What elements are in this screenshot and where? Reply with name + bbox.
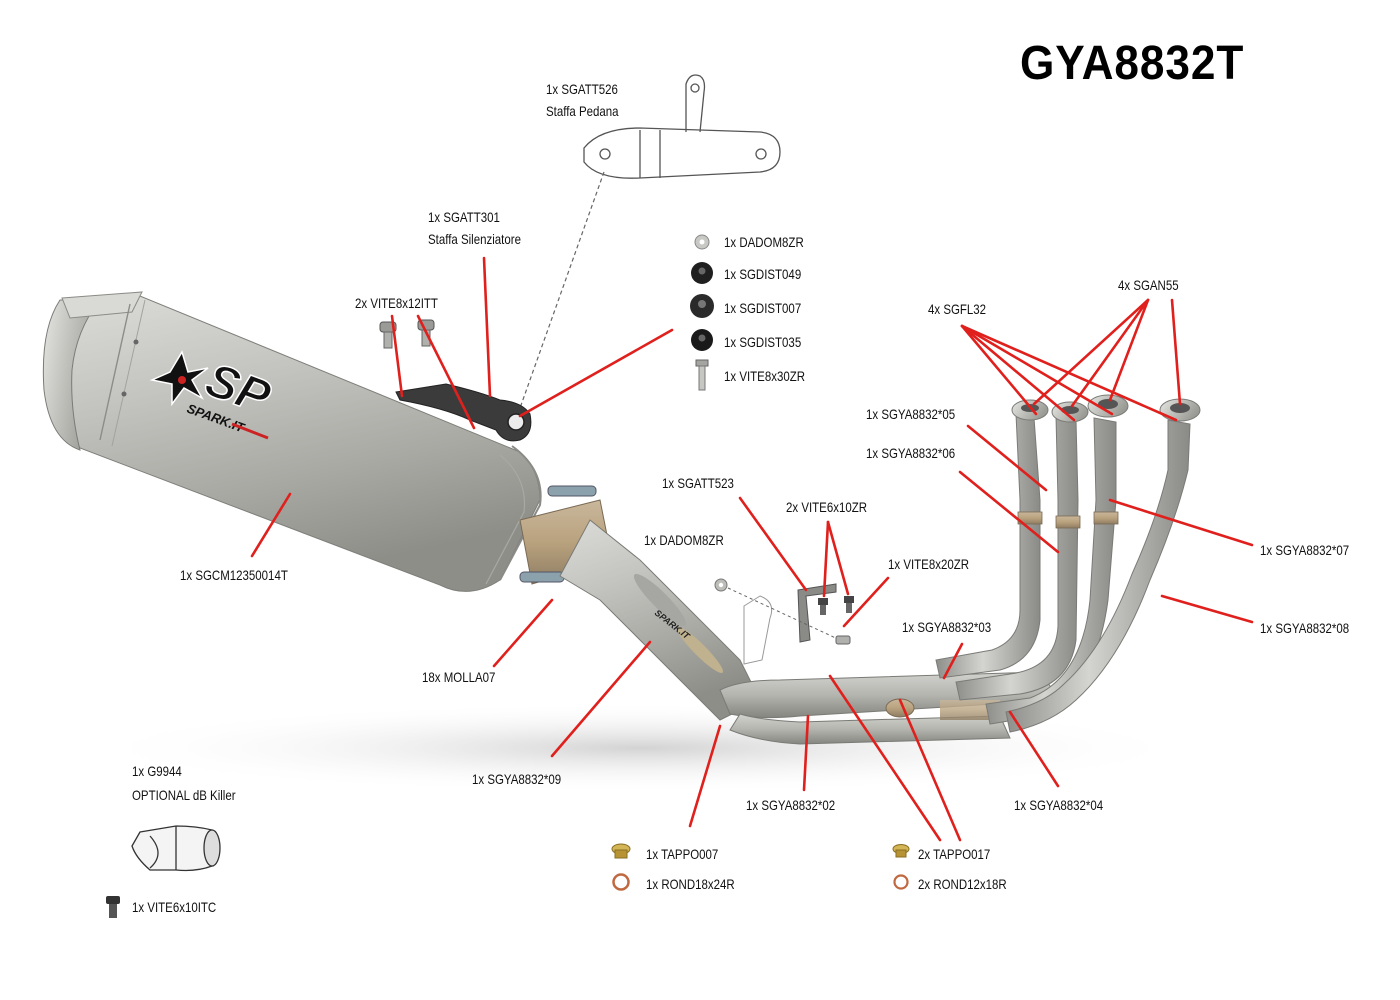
label-vite8x20zr: 1x VITE8x20ZR bbox=[888, 556, 970, 572]
label-sgya8832-02: 1x SGYA8832*02 bbox=[746, 797, 836, 813]
nut-icon bbox=[694, 234, 710, 250]
label-sgdist035: 1x SGDIST035 bbox=[724, 334, 802, 350]
bolt-icon bbox=[835, 635, 851, 645]
label-dadom8zr-mid: 1x DADOM8ZR bbox=[644, 532, 724, 548]
silencer-bracket bbox=[395, 383, 532, 442]
label-vite8x12itt: 2x VITE8x12ITT bbox=[355, 295, 438, 311]
label-g9944-name: OPTIONAL dB Killer bbox=[132, 787, 236, 803]
bracket-icon bbox=[797, 583, 837, 643]
label-tappo007: 1x TAPPO007 bbox=[646, 846, 719, 862]
product-code-title: GYA8832T bbox=[1020, 37, 1245, 90]
clear-plate bbox=[743, 595, 773, 665]
label-sgya8832-05: 1x SGYA8832*05 bbox=[866, 406, 956, 422]
footrest-guide-line bbox=[519, 171, 605, 409]
label-sgya8832-04: 1x SGYA8832*04 bbox=[1014, 797, 1104, 813]
label-vite8x30zr: 1x VITE8x30ZR bbox=[724, 368, 806, 384]
label-sgatt523: 1x SGATT523 bbox=[662, 475, 734, 491]
spring-icon bbox=[547, 485, 597, 497]
label-sgatt526-name: Staffa Pedana bbox=[546, 103, 619, 119]
bolt-icon bbox=[695, 359, 709, 391]
spacer-icon bbox=[691, 262, 713, 284]
label-sgan55: 4x SGAN55 bbox=[1118, 277, 1179, 293]
label-vite6x10zr: 2x VITE6x10ZR bbox=[786, 499, 868, 515]
label-sgfl32: 4x SGFL32 bbox=[928, 301, 987, 317]
silencer: SP SPARK.IT bbox=[42, 291, 542, 592]
label-rond18x24r: 1x ROND18x24R bbox=[646, 876, 735, 892]
label-tappo017: 2x TAPPO017 bbox=[918, 846, 991, 862]
link-pipe: SPARK.IT bbox=[519, 485, 761, 721]
label-sgatt301-name: Staffa Silenziatore bbox=[428, 231, 521, 247]
spring-icon bbox=[519, 571, 565, 583]
label-sgya8832-03: 1x SGYA8832*03 bbox=[902, 619, 992, 635]
nut-icon bbox=[714, 578, 728, 592]
washer-icon bbox=[893, 874, 909, 890]
label-rond12x18r: 2x ROND12x18R bbox=[918, 876, 1007, 892]
label-sgya8832-07: 1x SGYA8832*07 bbox=[1260, 542, 1350, 558]
plug-icon bbox=[892, 844, 910, 858]
label-sgdist049: 1x SGDIST049 bbox=[724, 266, 802, 282]
label-g9944-code: 1x G9944 bbox=[132, 763, 182, 779]
label-vite6x10itc: 1x VITE6x10ITC bbox=[132, 899, 217, 915]
label-sgatt301-code: 1x SGATT301 bbox=[428, 209, 500, 225]
label-sgya8832-09: 1x SGYA8832*09 bbox=[472, 771, 562, 787]
label-sgcm12350014t: 1x SGCM12350014T bbox=[180, 567, 288, 583]
screw-icon bbox=[106, 896, 120, 918]
label-sgya8832-08: 1x SGYA8832*08 bbox=[1260, 620, 1350, 636]
washer-icon bbox=[612, 873, 630, 891]
spacer-icon bbox=[691, 329, 713, 351]
header-pipes bbox=[719, 394, 1201, 745]
screw-icon bbox=[844, 596, 854, 613]
plug-icon bbox=[611, 843, 631, 859]
db-killer-icon bbox=[131, 825, 221, 872]
label-molla07: 18x MOLLA07 bbox=[422, 669, 496, 685]
screw-icon bbox=[818, 598, 828, 615]
spacer-icon bbox=[690, 294, 714, 318]
leader-lines bbox=[250, 256, 1254, 842]
label-sgatt526-code: 1x SGATT526 bbox=[546, 81, 618, 97]
footrest-bracket-icon bbox=[583, 74, 781, 179]
label-sgya8832-06: 1x SGYA8832*06 bbox=[866, 445, 956, 461]
label-dadom8zr-top: 1x DADOM8ZR bbox=[724, 234, 804, 250]
label-sgdist007: 1x SGDIST007 bbox=[724, 300, 802, 316]
